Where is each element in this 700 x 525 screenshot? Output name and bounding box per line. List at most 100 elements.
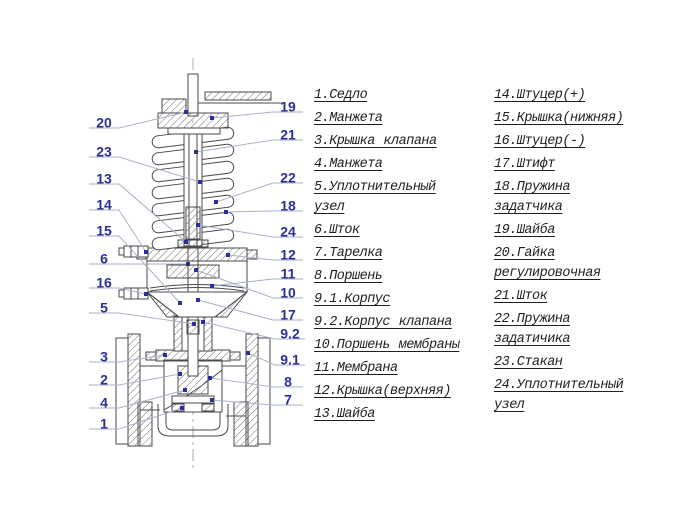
callout-number-18: 18 (280, 198, 296, 214)
callout-number-24: 24 (280, 224, 296, 240)
callout-dot (208, 376, 212, 380)
leader-line (89, 373, 181, 386)
leader-line (202, 321, 305, 340)
legend-item: 4.Манжета (314, 157, 383, 172)
leader-line (247, 352, 305, 366)
legend-item: 23.Стакан (494, 355, 563, 370)
adjust-rod (187, 73, 199, 117)
callout-dot (178, 301, 182, 305)
legend-item: 18.Пружина задатчика (494, 180, 571, 215)
callout-dot (144, 292, 148, 296)
callout-dot (184, 110, 188, 114)
legend-column-2: 14.Штуцер(+) 15.Крышка(нижняя) 16.Штуцер(-… (494, 86, 644, 419)
legend-item: 3.Крышка клапана (314, 134, 437, 149)
callout-number-11: 11 (281, 266, 296, 282)
leader-line (89, 354, 166, 363)
legend-item: 14.Штуцер(+) (494, 88, 586, 103)
callout-number-10: 10 (280, 285, 296, 301)
callout-dot (210, 398, 214, 402)
callout-number-5: 5 (100, 300, 108, 316)
legend-item: 20.Гайка регулировочная (494, 246, 601, 281)
legend-item: 9.2.Корпус клапана (314, 315, 452, 330)
callout-dot (210, 284, 214, 288)
callout-dot (186, 262, 190, 266)
leader-line (211, 111, 303, 119)
upper-cover-section (146, 247, 248, 262)
stem-sleeve (177, 127, 209, 248)
callout-number-12: 12 (280, 247, 296, 263)
legend-item: 7.Тарелка (314, 246, 383, 261)
callout-dot (192, 322, 196, 326)
legend-item: 10.Поршень мембраны (314, 338, 460, 353)
legend-item: 8.Поршень (314, 269, 383, 284)
legend-item: 17.Штифт (494, 157, 555, 172)
leader-line (89, 312, 195, 325)
callout-number-20: 20 (96, 115, 112, 131)
fitting-minus (118, 287, 149, 300)
legend-item: 19.Шайба (494, 223, 555, 238)
legend-item: 16.Штуцер(-) (494, 134, 586, 149)
callout-number-21: 21 (280, 127, 296, 143)
callout-dot (183, 388, 187, 392)
callout-dot (163, 353, 167, 357)
callout-dot (198, 180, 202, 184)
callout-dot (201, 320, 205, 324)
callout-number-8: 8 (284, 374, 292, 390)
diaphragm-piston-section (166, 264, 220, 279)
callout-number-7: 7 (284, 392, 292, 408)
callout-number-3: 3 (100, 349, 108, 365)
callout-number-19: 19 (280, 99, 296, 115)
legend-item: 15.Крышка(нижняя) (494, 111, 624, 126)
legend-item: 5.Уплотнительный узел (314, 180, 436, 215)
legend-item: 2.Манжета (314, 111, 383, 126)
callout-dot (144, 250, 148, 254)
legend-item: 6.Шток (314, 223, 360, 238)
leader-line (211, 399, 303, 406)
callout-number-1: 1 (100, 416, 108, 432)
leader-line (89, 389, 186, 409)
legend-item: 11.Мембрана (314, 361, 398, 376)
seat-right-section (201, 403, 215, 412)
leader-line (225, 210, 303, 213)
callout-dot (184, 240, 188, 244)
washer-section (177, 239, 209, 248)
leader-line (89, 111, 187, 129)
legend-item: 13.Шайба (314, 407, 375, 422)
callout-number-9.2: 9.2 (280, 326, 300, 342)
callout-dot (214, 200, 218, 204)
membrane-line (149, 284, 245, 289)
legend-item: 1.Седло (314, 88, 368, 103)
callout-dot (196, 223, 200, 227)
top-bar (204, 91, 272, 101)
plate-section (171, 395, 215, 404)
legend-item: 24.Уплотнительный узел (494, 378, 624, 413)
callout-dot (194, 268, 198, 272)
callout-number-6: 6 (100, 251, 108, 267)
leader-line (195, 139, 303, 153)
callout-dot (210, 116, 214, 120)
diaphragm-housing (118, 245, 258, 377)
legend-item: 21.Шток (494, 289, 548, 304)
legend-column-1: 1.Седло 2.Манжета 3.Крышка клапана 4.Манжет… (314, 86, 470, 428)
leader-line (89, 209, 147, 253)
top-assembly (157, 73, 285, 135)
leader-line (215, 182, 303, 203)
leader-line (209, 377, 303, 388)
callout-number-4: 4 (100, 395, 108, 411)
callout-number-16: 16 (96, 275, 112, 291)
valve-drawing (115, 58, 285, 472)
callout-number-13: 13 (96, 171, 112, 187)
callout-number-22: 22 (280, 170, 296, 186)
callout-dot (224, 210, 228, 214)
leader-line (89, 235, 181, 304)
callout-dot (226, 253, 230, 257)
callout-dot (178, 372, 182, 376)
leader-line (89, 156, 201, 183)
leader-line (195, 269, 303, 299)
leader-line (89, 287, 147, 295)
adjust-nut-section (161, 98, 187, 114)
callout-number-2: 2 (100, 372, 108, 388)
callout-number-23: 23 (96, 144, 112, 160)
